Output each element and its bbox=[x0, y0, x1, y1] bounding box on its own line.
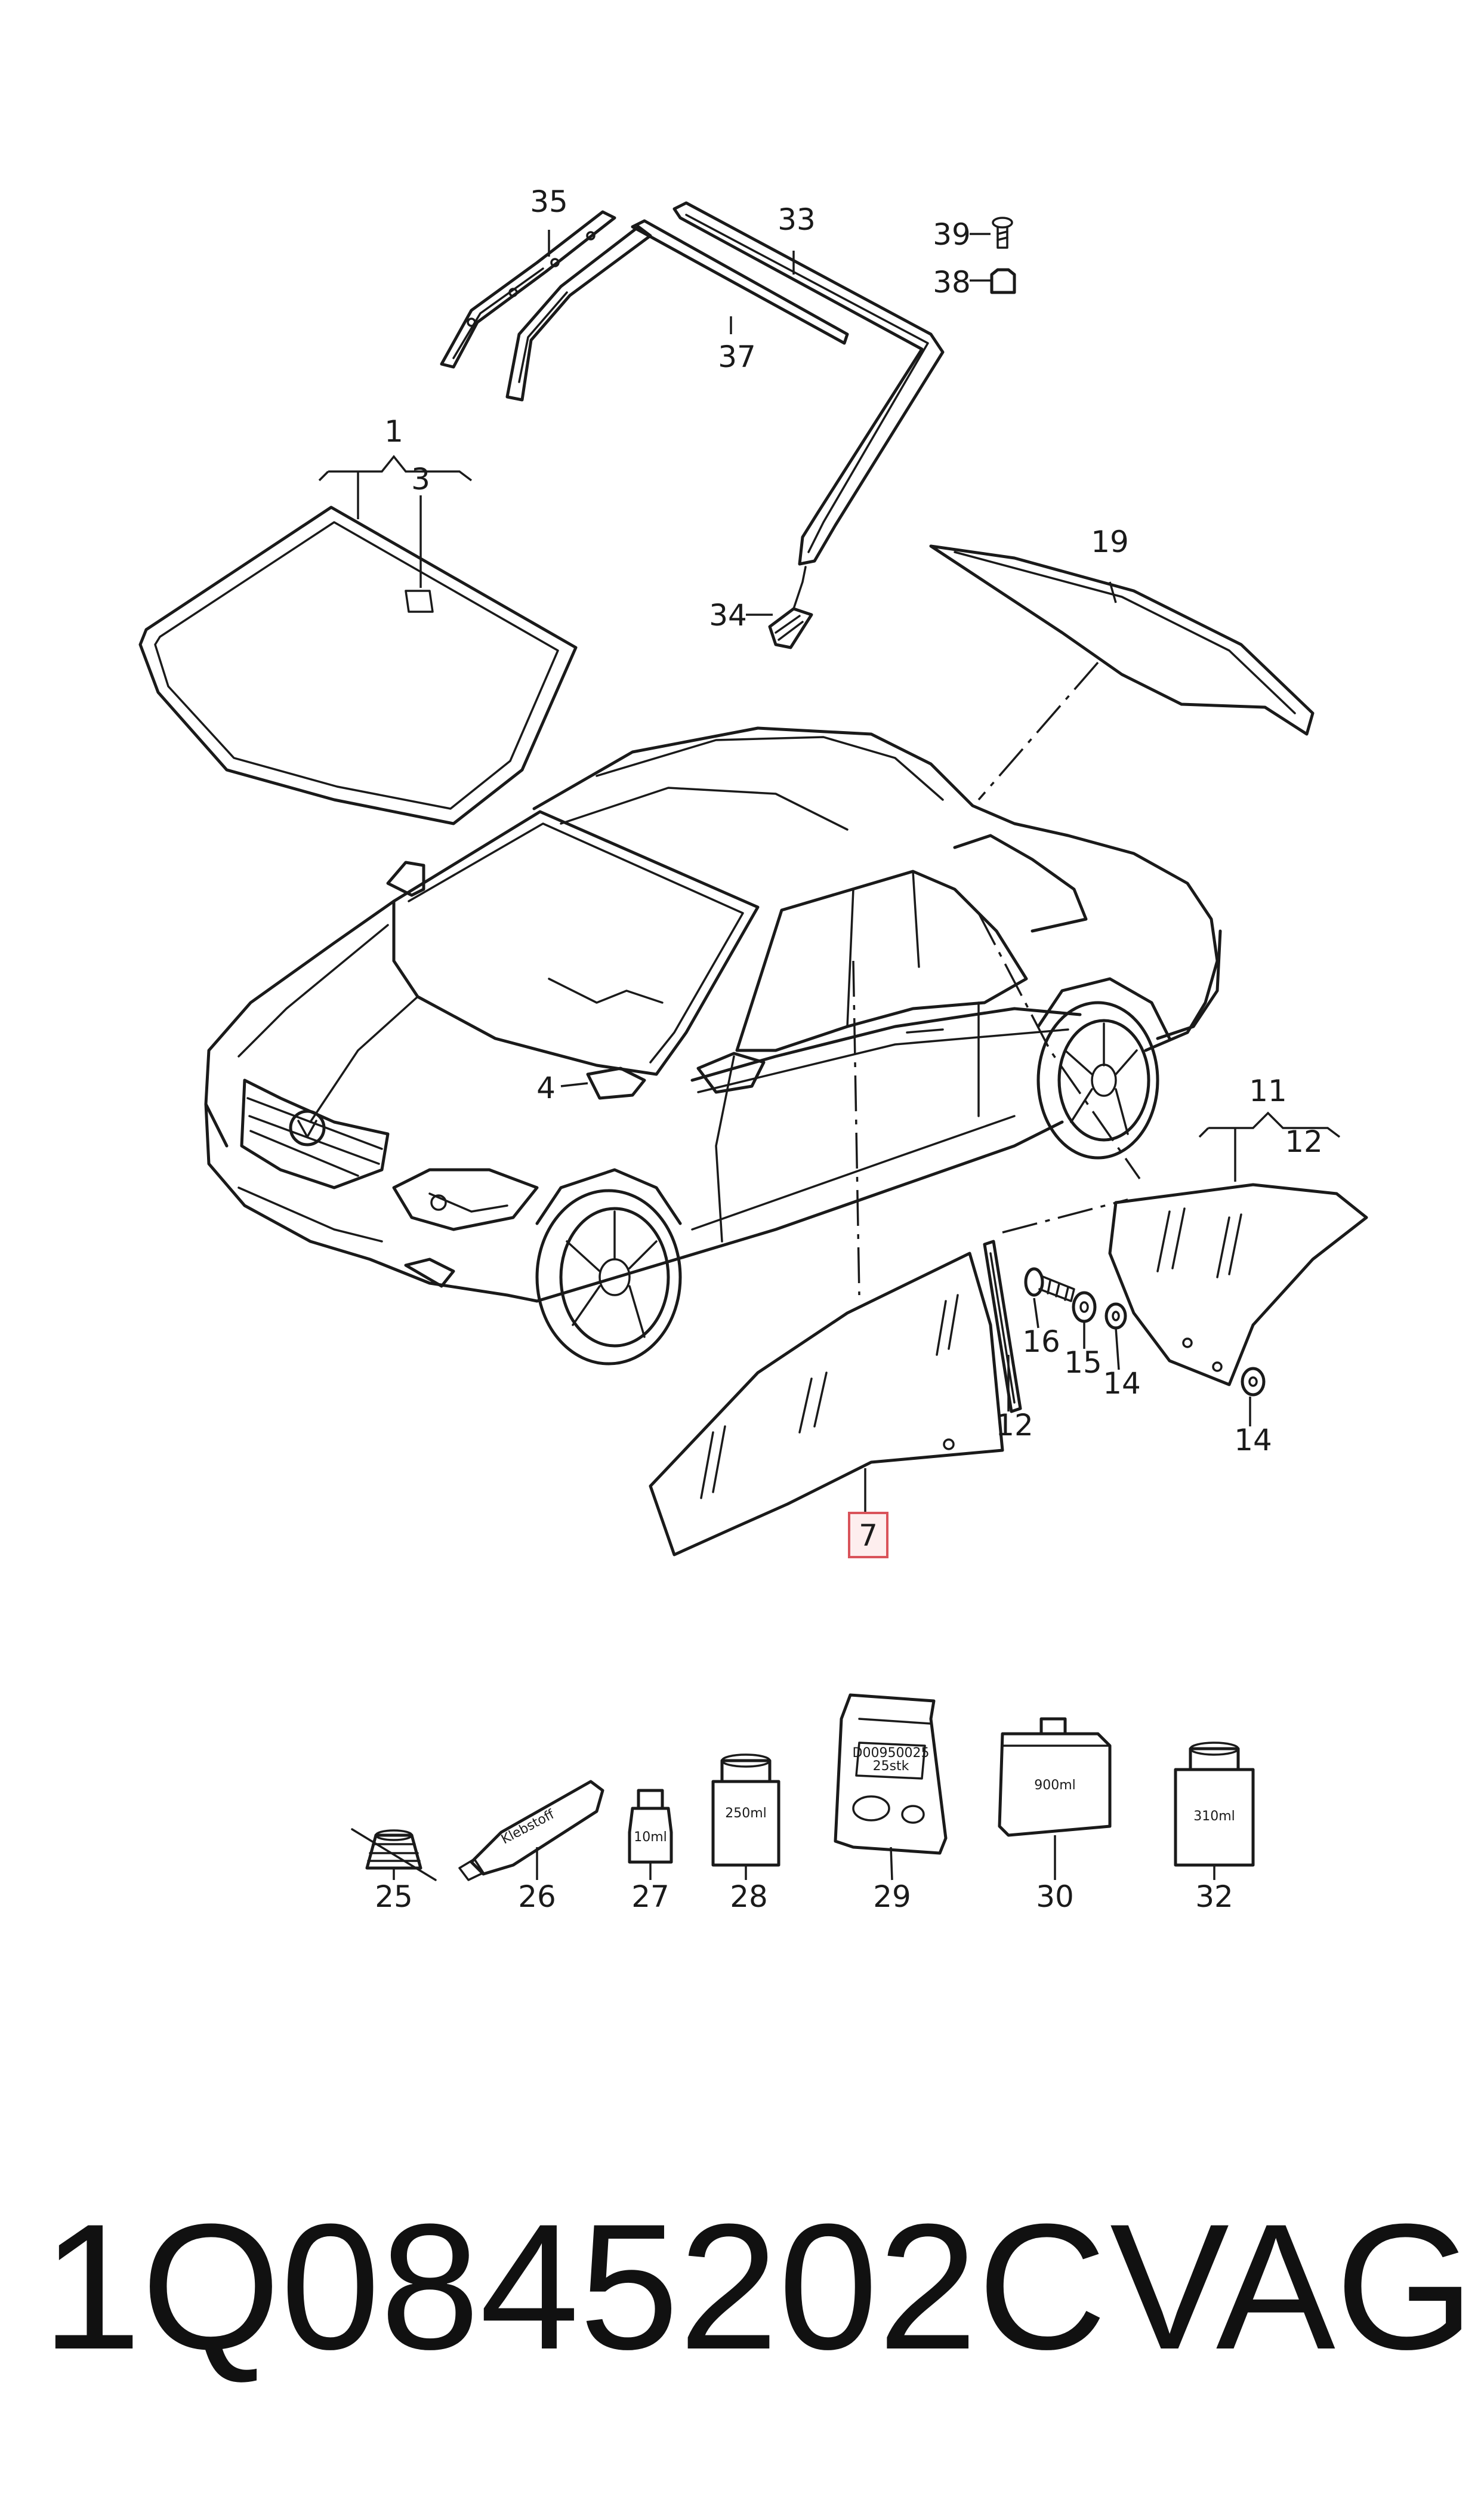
callout-30: 30 bbox=[1036, 1879, 1074, 1914]
callout-37: 37 bbox=[718, 340, 756, 374]
callout-39: 39 bbox=[933, 217, 971, 252]
rear-window-19 bbox=[929, 544, 1315, 736]
part-number: 1Q0845202C bbox=[42, 2186, 1107, 2387]
car-body bbox=[204, 726, 1222, 1366]
callout-11: 11 bbox=[1249, 1074, 1287, 1108]
can-32 bbox=[1174, 1742, 1255, 1867]
callout-38: 38 bbox=[933, 265, 971, 300]
roof-trim-35 bbox=[440, 210, 652, 402]
callout-3: 3 bbox=[411, 462, 430, 497]
callout-29: 29 bbox=[873, 1879, 911, 1914]
box-30 bbox=[998, 1717, 1112, 1837]
reference-lines bbox=[852, 661, 1141, 1296]
callout-26: 26 bbox=[518, 1879, 556, 1914]
callout-16: 16 bbox=[1022, 1324, 1060, 1359]
callout-7-highlight bbox=[848, 1512, 888, 1558]
guide-rail-12 bbox=[983, 1240, 1022, 1413]
callout-25: 25 bbox=[375, 1879, 413, 1914]
callout-14-b: 14 bbox=[1234, 1423, 1272, 1457]
front-door-glass-7 bbox=[649, 1252, 1004, 1557]
callout-32: 32 bbox=[1195, 1879, 1233, 1914]
brand-name: VAG bbox=[1110, 2186, 1474, 2387]
washer-14b bbox=[1241, 1367, 1266, 1397]
callout-34: 34 bbox=[709, 598, 747, 633]
cone-25 bbox=[351, 1828, 437, 1881]
can-28-label: 250ml bbox=[725, 1806, 767, 1821]
connector-34 bbox=[768, 566, 813, 649]
bolt-16 bbox=[1024, 1267, 1075, 1302]
callout-4: 4 bbox=[536, 1071, 556, 1105]
adhesive-tube-26 bbox=[458, 1780, 604, 1881]
bottle-27-label: 10ml bbox=[634, 1830, 667, 1845]
can-28 bbox=[711, 1753, 780, 1867]
callout-1: 1 bbox=[384, 414, 403, 449]
callout-7: 7 bbox=[859, 1518, 878, 1553]
washer-14a bbox=[1104, 1302, 1127, 1330]
callout-12-top: 12 bbox=[1285, 1124, 1323, 1159]
box-30-label: 900ml bbox=[1034, 1778, 1076, 1793]
bottle-27 bbox=[628, 1789, 673, 1864]
bag-qty-label: 25stk bbox=[873, 1759, 909, 1774]
callout-14-a: 14 bbox=[1103, 1366, 1141, 1401]
washer-15 bbox=[1072, 1291, 1097, 1323]
clip-38 bbox=[990, 268, 1016, 294]
bag-code-label: D00950025 bbox=[853, 1746, 930, 1761]
windscreen-1 bbox=[138, 506, 578, 825]
callout-28: 28 bbox=[730, 1879, 768, 1914]
callout-15: 15 bbox=[1064, 1345, 1102, 1380]
callout-27: 27 bbox=[631, 1879, 670, 1914]
callout-labels: 35 33 37 39 38 1 3 34 19 4 11 12 16 15 1… bbox=[375, 184, 1323, 1914]
bag-29 bbox=[834, 1693, 948, 1855]
screw-39 bbox=[992, 217, 1013, 249]
callout-19: 19 bbox=[1091, 525, 1129, 559]
callout-35: 35 bbox=[530, 184, 568, 219]
callout-12-bottom: 12 bbox=[995, 1408, 1033, 1443]
can-32-label: 310ml bbox=[1193, 1809, 1235, 1824]
frame-seal-33 bbox=[631, 201, 945, 566]
rear-side-glass-11 bbox=[1108, 1183, 1368, 1386]
leader-lines bbox=[318, 230, 1341, 1881]
callout-33: 33 bbox=[778, 202, 816, 237]
